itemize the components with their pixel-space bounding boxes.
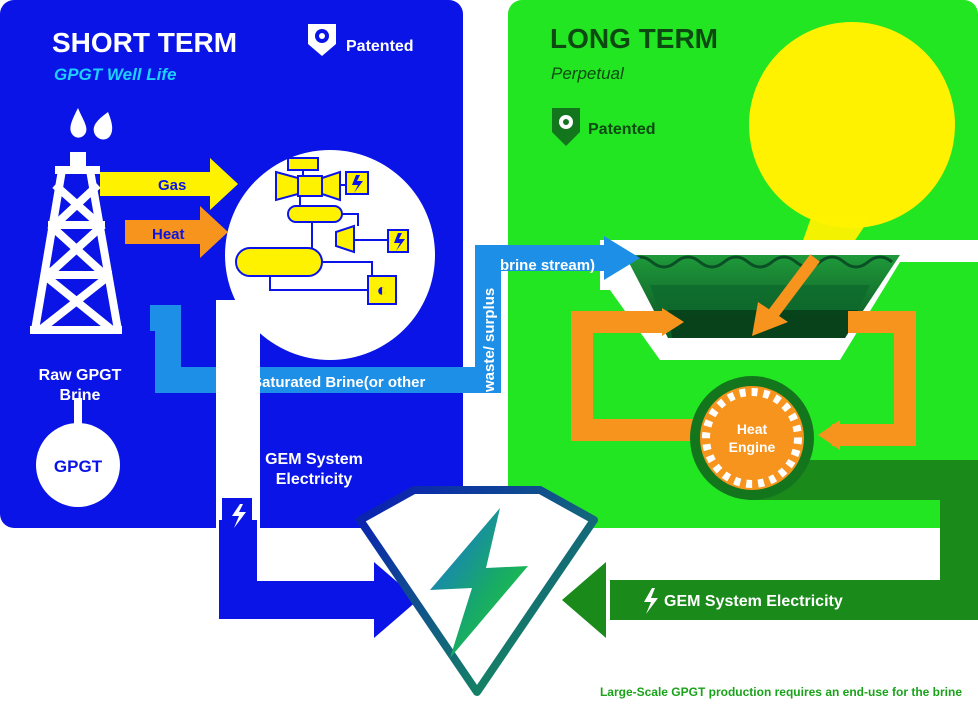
heat-loop-left <box>571 311 700 441</box>
patent-badge-short-icon <box>308 24 336 56</box>
gpgt-label: GPGT <box>54 457 103 476</box>
raw-brine-label-line1: Raw GPGT <box>39 367 122 384</box>
plant-circle <box>225 150 435 360</box>
short-term-subtitle: GPGT Well Life <box>54 65 176 84</box>
sun-heat-arrowhead <box>752 302 788 336</box>
oil-drop-left-icon <box>70 108 87 138</box>
short-electricity-line <box>219 520 380 619</box>
sun-icon <box>749 22 955 228</box>
patented-long-label: Patented <box>588 121 656 138</box>
pond-waves <box>627 255 893 269</box>
patented-short-label: Patented <box>346 38 414 55</box>
heat-engine-label-line2: Engine <box>729 439 776 455</box>
brine-stream-label: brine stream) <box>500 257 595 274</box>
long-term-subtitle: Perpetual <box>551 64 625 83</box>
heat-loop-right-arrowhead <box>818 420 840 450</box>
short-term-title: SHORT TERM <box>52 27 237 58</box>
heat-engine-label-line1: Heat <box>737 421 768 437</box>
heat-loop-left-arrowhead <box>662 308 684 336</box>
raw-brine-label-line2: Brine <box>60 387 101 404</box>
heat-label: Heat <box>152 226 185 243</box>
plant-bolt-icons: ◐ <box>352 175 405 300</box>
gem-long-label: GEM System Electricity <box>664 593 843 610</box>
heat-loop-right <box>832 311 916 446</box>
gpgt-connector <box>74 398 82 432</box>
long-electricity-arrowhead <box>562 562 606 638</box>
svg-text:◐: ◐ <box>377 280 388 300</box>
gas-arrow <box>100 158 238 210</box>
heat-engine-core <box>714 400 790 476</box>
gpgt-circle <box>36 423 120 507</box>
gem-short-label-line2: Electricity <box>276 471 353 488</box>
long-electricity-line <box>610 460 978 620</box>
gem-bolt-icon <box>430 508 528 658</box>
sun-heat-arrow <box>765 254 820 322</box>
long-electricity-bolt-icon <box>644 588 658 614</box>
brine-stream-arrowhead <box>604 236 640 280</box>
gem-short-label-line1: GEM System <box>265 451 363 468</box>
heat-arrow <box>125 206 228 258</box>
oil-drop-right-icon <box>93 112 113 140</box>
plant-piping <box>269 170 388 291</box>
waste-surplus-label: waste/ surplus <box>481 288 498 393</box>
short-electricity-bolt-icon <box>232 504 246 528</box>
long-term-title: LONG TERM <box>550 23 718 54</box>
derrick-top <box>70 152 86 170</box>
footer-note: Large-Scale GPGT production requires an … <box>600 685 962 699</box>
short-electricity-arrowhead <box>374 562 418 638</box>
heat-engine-teeth <box>702 388 802 488</box>
brine-stream <box>150 245 605 393</box>
saturated-brine-label: Saturated Brine(or other <box>252 374 426 391</box>
gas-label: Gas <box>158 177 186 194</box>
patent-badge-long-icon <box>552 108 580 146</box>
